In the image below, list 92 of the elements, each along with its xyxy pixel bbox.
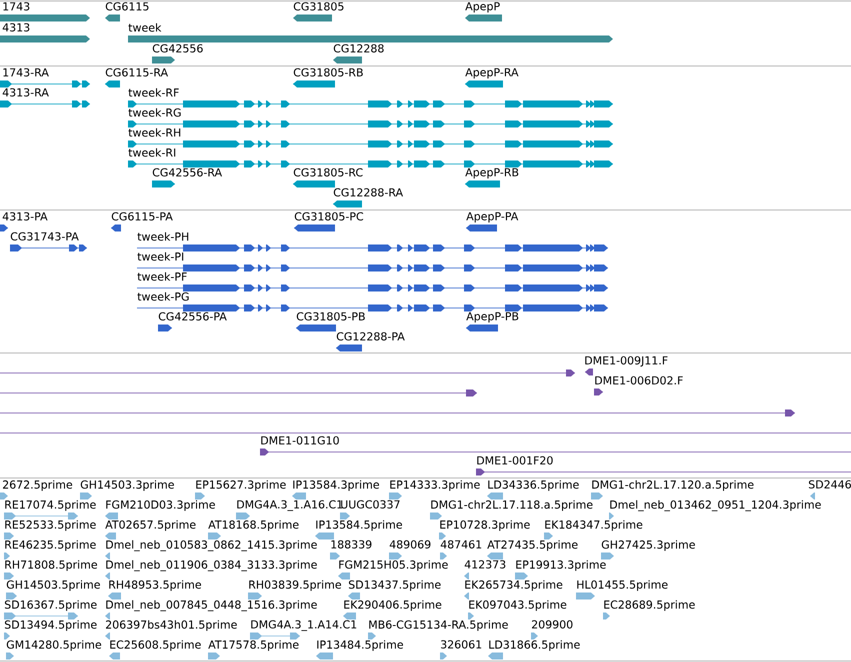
feature-label: FGM215H05.3prime (339, 560, 448, 571)
feature-label: ApepP-PB (466, 312, 518, 323)
feature-label: AT27435.5prime (487, 540, 578, 551)
feature-label: Dmel_neb_013462_0951_1204.3prime (610, 500, 821, 512)
feature-label: EK290406.5prime (344, 600, 442, 611)
feature-label: CG6115-RA (106, 68, 168, 77)
feature-label: 4313 (2, 23, 30, 32)
feature-label: AT18168.5prime (208, 520, 299, 531)
feature-label: EK184347.5prime (545, 520, 642, 531)
feature-label: EP10728.3prime (440, 520, 530, 531)
feature-label: EP19913.3prime (516, 560, 606, 571)
feature-label: EP14333.3prime (390, 480, 480, 491)
feature-label: DME1-006D02.F (595, 376, 683, 385)
feature-label: RE52533.5prime (5, 520, 96, 531)
feature-label: tweek (128, 23, 162, 32)
feature-label: CG12288-PA (336, 332, 405, 341)
feature-label: SD16367.5prime (4, 600, 97, 611)
feature-label: RH71808.5prime (5, 560, 98, 571)
feature-label: tweek-RI (128, 148, 176, 157)
feature-label: 4313-PA (2, 212, 48, 221)
feature-label: HL01455.5prime (577, 580, 668, 591)
feature-label: CG31805-PB (296, 312, 365, 321)
feature-label: ApepP (465, 2, 500, 12)
feature-label: GH14503.3prime (80, 480, 174, 491)
feature-label: 1743 (3, 2, 30, 11)
feature-label: CG31805-RB (294, 68, 363, 77)
feature-label: DMG4A.3_1.A14.C1 (251, 620, 356, 631)
feature-label: MB6-CG15134-RA.5prime (369, 620, 508, 631)
feature-label: ApepP-RB (465, 168, 518, 179)
feature-label: LD31866.5prime (489, 640, 580, 651)
feature-label: RE46235.5prime (5, 540, 96, 551)
feature-label: EC28689.5prime (604, 600, 695, 611)
feature-label: DMG1-chr2L.17.118.a.5prime (431, 500, 592, 511)
feature-label: GH27425.3prime (602, 540, 695, 551)
feature-label: tweek-PG (138, 292, 189, 301)
feature-label: GM14280.5prime (6, 640, 102, 651)
feature-label: RH03839.5prime (249, 580, 342, 591)
feature-label: CG6115-PA (112, 212, 173, 221)
feature-label: tweek-PH (138, 232, 188, 241)
feature-label: tweek-PF (138, 272, 187, 281)
feature-label: tweek-RF (128, 88, 179, 97)
feature-label: tweek-RG (128, 108, 181, 117)
feature-label: LD34336.5prime (488, 480, 579, 491)
feature-label: CG42556 (152, 44, 203, 53)
feature-label: 487461 (440, 540, 482, 549)
feature-label: IP13584.5prime (316, 520, 402, 531)
feature-label: RE17074.5prime (5, 500, 96, 511)
feature-label: 4313-RA (2, 88, 49, 97)
feature-label: 2672.5prime (3, 480, 72, 491)
feature-label: Dmel_neb_010583_0862_1415.3prime (106, 540, 317, 552)
feature-label: CG12288 (334, 44, 384, 53)
feature-label: DMG1-chr2L.17.120.a.5prime (592, 480, 754, 491)
feature-label: 326061 (441, 640, 482, 649)
feature-label: Dmel_neb_011906_0384_3133.3prime (106, 560, 317, 572)
feature-label: DME1-011G10 (261, 436, 339, 445)
feature-label: DMG4A.3_1.A16.C1 (237, 500, 342, 511)
feature-label: CG31805 (294, 2, 344, 11)
feature-label: GH14503.5prime (6, 580, 100, 591)
feature-label: IP13484.5prime (317, 640, 404, 651)
feature-label: 188339 (331, 540, 372, 549)
feature-label: SD13437.5prime (348, 580, 441, 591)
feature-label: CG6115 (106, 2, 148, 11)
feature-label: RH48953.5prime (109, 580, 202, 591)
feature-label: EK097043.5prime (469, 600, 566, 611)
feature-label: CG12288-RA (334, 188, 403, 197)
feature-label: DME1-009J11.F (585, 356, 668, 367)
feature-label: 489069 (390, 540, 430, 549)
feature-label: ApepP-RA (465, 68, 518, 78)
feature-label: CG31805-PC (294, 212, 364, 221)
feature-label: AT17578.5prime (208, 640, 299, 651)
feature-label: AT02657.5prime (105, 520, 196, 531)
feature-label: DME1-001F20 (477, 456, 553, 465)
feature-label: 206397bs43h01.5prime (106, 620, 237, 631)
feature-label: CG42556-RA (152, 168, 222, 177)
feature-label: 209900 (532, 620, 572, 629)
feature-label: CG31805-RC (294, 168, 363, 177)
feature-label: UUGC0337 (341, 500, 400, 509)
feature-label: 412373 (464, 560, 506, 569)
feature-label: 1743-RA (3, 68, 49, 77)
feature-label: CG42556-PA (158, 312, 227, 321)
feature-label: tweek-RH (128, 128, 180, 137)
feature-label: Dmel_neb_007845_0448_1516.3prime (106, 600, 317, 612)
feature-label: EP15627.3prime (196, 480, 286, 491)
feature-label: tweek-PI (138, 252, 184, 261)
feature-label: EC25608.5prime (110, 640, 201, 651)
feature-label: EK265734.5prime (465, 580, 562, 591)
feature-label: CG31743-PA (10, 232, 79, 241)
feature-label: FGM210D03.3prime (106, 500, 215, 511)
feature-label: SD2446 (808, 480, 851, 489)
feature-label: ApepP-PA (466, 212, 518, 223)
feature-label: IP13584.3prime (293, 480, 380, 491)
feature-label: SD13494.5prime (4, 620, 97, 631)
